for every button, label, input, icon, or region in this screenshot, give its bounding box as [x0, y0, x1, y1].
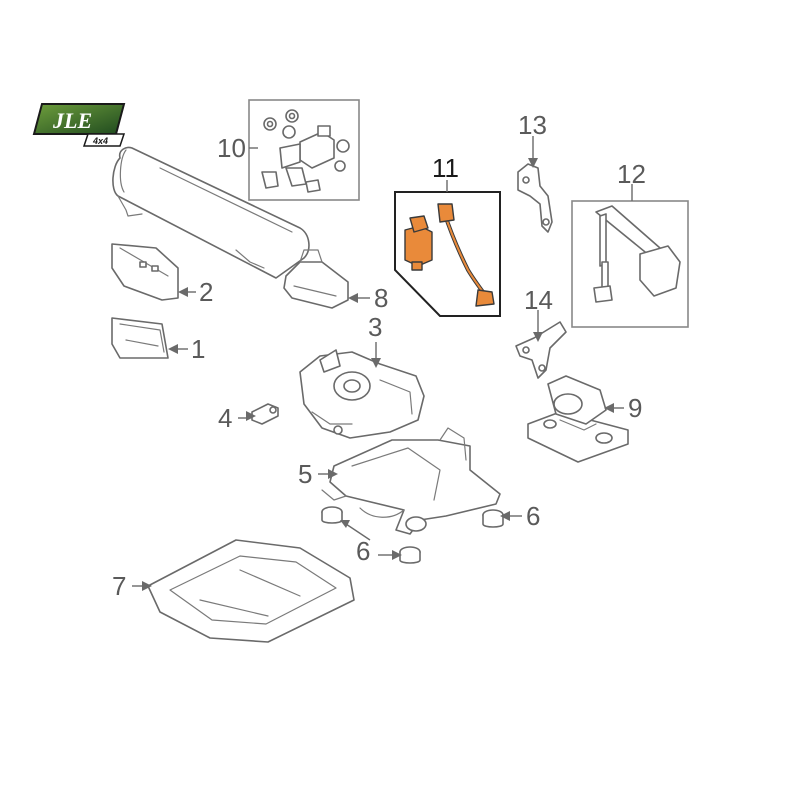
- part-13-bracket[interactable]: [517, 163, 553, 233]
- part-14-bracket[interactable]: [515, 321, 567, 379]
- callout-4: 4: [218, 403, 232, 433]
- part-11-height-sensor[interactable]: [394, 191, 501, 317]
- callout-2: 2: [199, 277, 213, 307]
- part-6-rubber-mount-a[interactable]: [321, 506, 343, 524]
- callout-9: 9: [628, 393, 642, 423]
- callout-10: 10: [217, 133, 246, 163]
- logo-subtext: 4x4: [92, 136, 108, 146]
- part-10-fittings-kit[interactable]: [248, 99, 360, 201]
- part-4-pressure-sensor[interactable]: [251, 403, 279, 425]
- part-9-compressor-mount[interactable]: [527, 375, 629, 463]
- part-1-filter[interactable]: [111, 317, 169, 359]
- part-8-tank-bracket[interactable]: [283, 249, 349, 309]
- part-6-rubber-mount-b[interactable]: [482, 509, 504, 528]
- callout-8: 8: [374, 283, 388, 313]
- air-reservoir-tank[interactable]: [112, 146, 310, 279]
- part-7-undertray[interactable]: [147, 539, 355, 643]
- callout-3: 3: [368, 312, 382, 342]
- leader-lines: [132, 136, 633, 591]
- callout-1: 1: [191, 334, 205, 364]
- callout-13: 13: [518, 110, 547, 140]
- part-6-rubber-mount-c[interactable]: [399, 546, 421, 564]
- brand-logo: JLE 4x4: [32, 103, 126, 147]
- part-12-sensor-assembly[interactable]: [571, 200, 689, 328]
- callout-12: 12: [617, 159, 646, 189]
- callout-6-bottom: 6: [356, 536, 370, 566]
- part-5-mounting-frame[interactable]: [321, 427, 501, 535]
- callout-6-right: 6: [526, 501, 540, 531]
- callout-labels: 10 11 13 12 14 2 8 1 3 4 9 5 6 6 7: [112, 110, 646, 601]
- callout-11: 11: [432, 153, 459, 183]
- callout-5: 5: [298, 459, 312, 489]
- part-2-cover[interactable]: [111, 243, 179, 301]
- callout-14: 14: [524, 285, 553, 315]
- logo-text: JLE: [52, 108, 92, 133]
- part-3-compressor[interactable]: [299, 349, 425, 439]
- callout-7: 7: [112, 571, 126, 601]
